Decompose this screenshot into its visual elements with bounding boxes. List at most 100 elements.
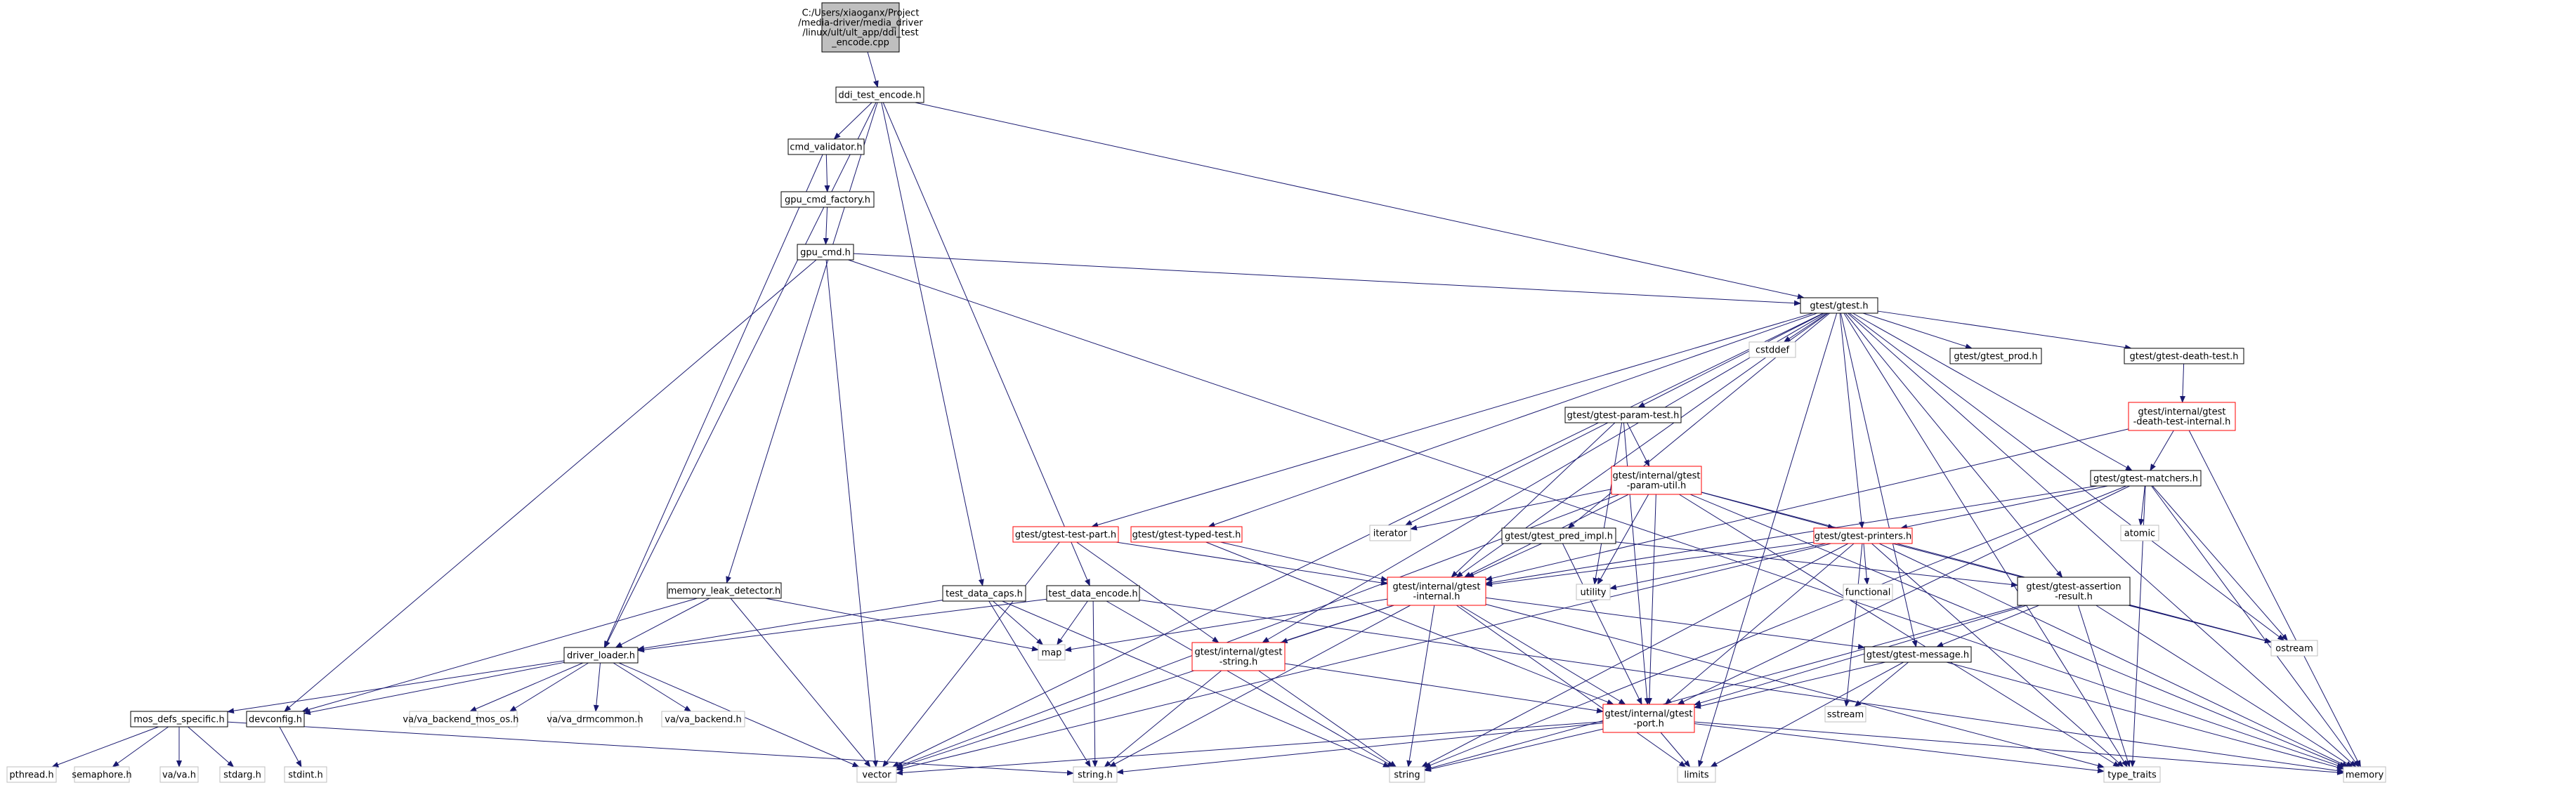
node-va-backend-h[interactable]: va/va_backend.h xyxy=(661,711,745,728)
edge-ddi_test_encode_h-to-test_data_encode_h xyxy=(882,102,1090,586)
node-gtest-death-test-internal-h[interactable]: gtest/internal/gtest-death-test-internal… xyxy=(2128,402,2236,431)
node-mos-defs-specific-h[interactable]: mos_defs_specific.h xyxy=(130,711,228,728)
edge-gpu_cmd_h-to-vector xyxy=(825,259,879,768)
node-label: gtest/gtest-matchers.h xyxy=(2093,474,2198,485)
node-label: type_traits xyxy=(2107,770,2157,781)
node-type-traits[interactable]: type_traits xyxy=(2103,766,2161,783)
edge-gtest_printers_h-to-gtest_port_h xyxy=(1664,543,1855,705)
node-utility[interactable]: utility xyxy=(1576,584,1611,600)
node-vector[interactable]: vector xyxy=(856,766,897,783)
node-label: atomic xyxy=(2124,529,2155,539)
edge-gtest_param_util_h-to-iterator xyxy=(1410,489,1612,531)
node-box xyxy=(1602,704,1695,733)
node-gtest-param-test-h[interactable]: gtest/gtest-param-test.h xyxy=(1564,407,1682,423)
node-gtest-assertion-result-h[interactable]: gtest/gtest-assertion-result.h xyxy=(2017,577,2131,606)
node-box xyxy=(856,766,897,783)
node-gtest-internal-h[interactable]: gtest/internal/gtest-internal.h xyxy=(1387,577,1486,606)
node-box xyxy=(1389,766,1425,783)
node-gpu-cmd-factory-h[interactable]: gpu_cmd_factory.h xyxy=(780,191,875,208)
node-va-va-h[interactable]: va/va.h xyxy=(159,766,199,783)
node-label: mos_os.h xyxy=(476,715,519,725)
node-gtest-port-h[interactable]: gtest/internal/gtest-port.h xyxy=(1602,704,1695,733)
edge-gtest_h-to-gtest_param_test_h xyxy=(1637,312,1824,408)
node-cmd-validator-h[interactable]: cmd_validator.h xyxy=(787,138,865,155)
node-test-data-encode-h[interactable]: test_data_encode.h xyxy=(1046,585,1140,602)
node-memory[interactable]: memory xyxy=(2343,766,2386,783)
node-label: gtest/gtest_prod.h xyxy=(1954,352,2037,362)
edge-gtest_h-to-type_traits xyxy=(1843,312,2128,768)
edge-gtest_matchers_h-to-atomic xyxy=(2138,485,2145,526)
edge-gtest_internal_h-to-string_h xyxy=(1109,605,1411,768)
edge-gtest_h-to-cstddef xyxy=(1783,312,1828,343)
node-box xyxy=(477,711,518,728)
node-gpu-cmd-h[interactable]: gpu_cmd.h xyxy=(797,244,854,261)
node-box xyxy=(797,244,854,261)
node-stdint-h[interactable]: stdint.h xyxy=(284,766,327,783)
node-box xyxy=(1073,766,1118,783)
node-map[interactable]: map xyxy=(1038,644,1066,661)
node-box xyxy=(1864,646,1972,663)
edge-gtest_message_h-to-memory xyxy=(1946,661,2344,770)
node-cstddef[interactable]: cstddef xyxy=(1748,341,1796,358)
node-box xyxy=(2017,577,2131,606)
node-functional[interactable]: functional xyxy=(1843,584,1893,600)
node-pthread-h[interactable]: pthread.h xyxy=(6,766,57,783)
node-memory-leak-detector-h[interactable]: memory_leak_detector.h xyxy=(667,582,782,599)
node-stdarg-h[interactable]: stdarg.h xyxy=(219,766,266,783)
node-semaphore-h[interactable]: semaphore.h xyxy=(72,766,132,783)
node-ostream[interactable]: ostream xyxy=(2270,640,2318,657)
node-gtest-message-h[interactable]: gtest/gtest-message.h xyxy=(1864,646,1972,663)
edge-gtest_h-to-limits xyxy=(1698,312,1838,768)
node-label: ddi_test_encode.h xyxy=(838,91,921,101)
edge-devconfig_h-to-stdint_h xyxy=(279,726,302,768)
node-box xyxy=(1046,585,1140,602)
node-ddi-test-encode-h[interactable]: ddi_test_encode.h xyxy=(835,86,924,103)
node-va-drmcommon-h[interactable]: va/va_drmcommon.h xyxy=(547,711,643,728)
edge-gpu_cmd_h-to-devconfig_h xyxy=(284,259,817,712)
node-mos-os-h[interactable]: mos_os.h xyxy=(476,711,519,728)
edge-gtest_test_part_h-to-gtest_string_h xyxy=(1076,541,1220,643)
edge-gtest_param_util_h-to-gtest_port_h xyxy=(1646,494,1656,705)
node-label: gtest/gtest-test-part.h xyxy=(1015,530,1116,541)
node-string-h[interactable]: string.h xyxy=(1073,766,1118,783)
node-gtest-printers-h[interactable]: gtest/gtest-printers.h xyxy=(1813,527,1913,544)
node-box xyxy=(1611,466,1702,495)
node-gtest-prod-h[interactable]: gtest/gtest_prod.h xyxy=(1949,348,2042,364)
node-box xyxy=(1369,525,1411,541)
node-label: gpu_cmd_factory.h xyxy=(785,195,870,206)
node-devconfig-h[interactable]: devconfig.h xyxy=(246,711,305,728)
node-driver-loader-h[interactable]: driver_loader.h xyxy=(563,647,639,664)
node-string[interactable]: string xyxy=(1389,766,1425,783)
edge-memory_leak_detector_h-to-devconfig_h xyxy=(301,598,698,713)
node-gtest-h[interactable]: gtest/gtest.h xyxy=(1800,297,1878,314)
node-gtest-pred-impl-h[interactable]: gtest/gtest_pred_impl.h xyxy=(1501,527,1616,544)
node-box xyxy=(1564,407,1682,423)
node-label: va/va_backend_vpp.h xyxy=(403,715,501,725)
node-box xyxy=(661,711,745,728)
node-label: -internal.h xyxy=(1413,592,1460,603)
edge-gtest_matchers_h-to-ostream xyxy=(2152,485,2289,641)
node-label: gtest/gtest-death-test.h xyxy=(2129,352,2238,362)
node-gtest-string-h[interactable]: gtest/internal/gtest-string.h xyxy=(1191,642,1286,671)
node-label: C:/Users/xiaoganx/Project xyxy=(802,8,920,19)
edge-gtest_h-to-memory xyxy=(1847,312,2357,768)
node-gtest-matchers-h[interactable]: gtest/gtest-matchers.h xyxy=(2090,470,2202,487)
node-iterator[interactable]: iterator xyxy=(1369,525,1411,541)
node-gtest-param-util-h[interactable]: gtest/internal/gtest-param-util.h xyxy=(1611,466,1702,495)
node-gtest-death-test-h[interactable]: gtest/gtest-death-test.h xyxy=(2124,348,2244,364)
edge-mos_defs_specific_h-to-semaphore_h xyxy=(112,726,169,768)
edge-gtest_printers_h-to-sstream xyxy=(1843,543,1863,707)
node-test-data-caps-h[interactable]: test_data_caps.h xyxy=(942,585,1026,602)
node-limits[interactable]: limits xyxy=(1677,766,1716,783)
node-label: string.h xyxy=(1078,770,1113,781)
node-gtest-test-part-h[interactable]: gtest/gtest-test-part.h xyxy=(1012,526,1119,543)
node-label: memory xyxy=(2346,770,2384,781)
edge-memory_leak_detector_h-to-vector xyxy=(730,598,871,768)
node-gtest-typed-test-h[interactable]: gtest/gtest-typed-test.h xyxy=(1130,526,1243,543)
edge-gtest_string_h-to-string_h xyxy=(1104,670,1222,768)
edge-gtest_death_test_internal_h-to-gtest_internal_h xyxy=(1485,428,2129,581)
node-box xyxy=(246,711,305,728)
node-sstream[interactable]: sstream xyxy=(1824,706,1866,723)
node-atomic[interactable]: atomic xyxy=(2120,525,2159,541)
edge-gtest_printers_h-to-type_traits xyxy=(1871,543,2124,768)
